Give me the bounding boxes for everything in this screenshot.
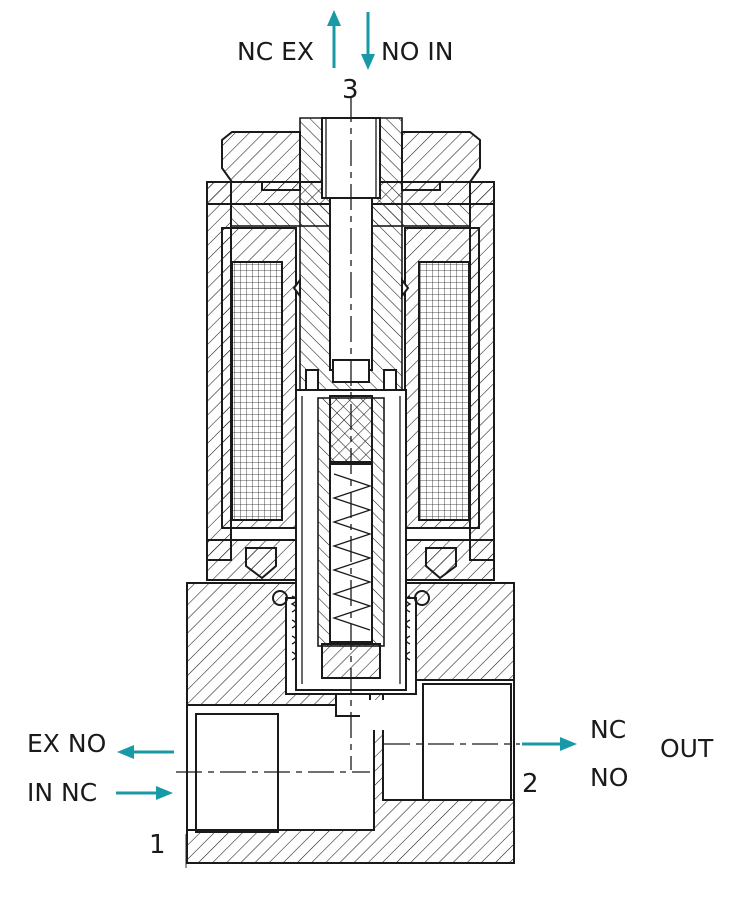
left-port-number: 1 — [149, 830, 166, 860]
arrow-right-icon — [116, 786, 173, 800]
top-right-label: NO IN — [381, 37, 453, 66]
outer-springs — [272, 590, 430, 661]
top-port-number: 3 — [342, 75, 359, 105]
arrow-left-icon — [117, 745, 174, 759]
right-side-label: OUT — [660, 734, 714, 763]
flow-arrows — [116, 10, 577, 800]
arrow-right-icon — [522, 737, 577, 751]
right-port-number: 2 — [522, 769, 539, 799]
arrow-up-icon — [327, 10, 341, 68]
left-lower-label: IN NC — [27, 778, 97, 807]
centerlines — [176, 96, 520, 868]
lower-seals — [245, 547, 457, 580]
arrow-down-icon — [361, 12, 375, 70]
top-left-label: NC EX — [237, 37, 314, 66]
left-upper-label: EX NO — [27, 729, 106, 758]
right-lower-label: NO — [590, 763, 628, 792]
right-upper-label: NC — [590, 715, 626, 744]
